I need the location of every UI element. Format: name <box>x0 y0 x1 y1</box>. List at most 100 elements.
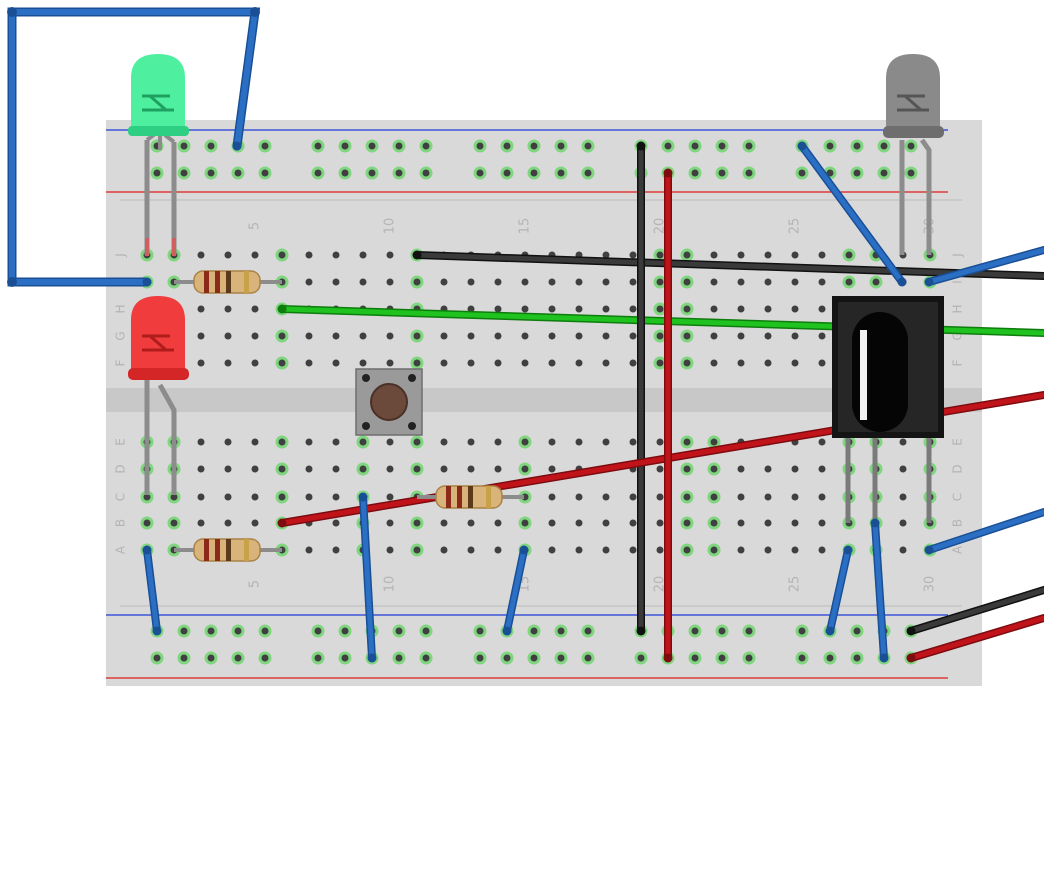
hole <box>224 465 232 473</box>
row-label: J <box>114 253 128 258</box>
rail-hole <box>395 169 403 177</box>
hole <box>386 251 394 259</box>
hole <box>764 251 772 259</box>
rail-hole <box>530 169 538 177</box>
hole <box>467 519 475 527</box>
hole <box>737 546 745 554</box>
column-label-bottom: 25 <box>788 576 803 593</box>
resistor-middle <box>417 485 524 509</box>
hole <box>440 465 448 473</box>
hole <box>818 278 826 286</box>
hole <box>575 546 583 554</box>
rail-hole <box>745 654 753 662</box>
row-label: F <box>951 359 965 366</box>
hole <box>710 278 718 286</box>
rail-hole <box>530 142 538 150</box>
wire-end <box>636 141 646 151</box>
hole <box>656 546 664 554</box>
wire-end <box>277 518 287 528</box>
hole <box>656 278 664 286</box>
rail-hole <box>314 627 322 635</box>
hole <box>305 465 313 473</box>
hole <box>278 332 286 340</box>
rail-hole <box>368 169 376 177</box>
wire-end <box>232 141 242 151</box>
wire-end <box>906 626 916 636</box>
wire-end <box>906 653 916 663</box>
rail-hole <box>422 169 430 177</box>
hole <box>386 519 394 527</box>
hole <box>548 546 556 554</box>
hole <box>791 519 799 527</box>
column-label-top: 20 <box>653 218 668 235</box>
hole <box>224 251 232 259</box>
hole <box>548 519 556 527</box>
rail-hole <box>180 627 188 635</box>
hole <box>305 359 313 367</box>
wire-end <box>843 545 853 555</box>
hole <box>764 546 772 554</box>
push-button <box>355 368 423 436</box>
hole <box>818 359 826 367</box>
rail-hole <box>853 627 861 635</box>
hole <box>332 465 340 473</box>
hole <box>575 438 583 446</box>
hole <box>359 438 367 446</box>
hole <box>629 278 637 286</box>
row-label: D <box>114 464 128 473</box>
hole <box>764 359 772 367</box>
hole <box>251 305 259 313</box>
hole <box>656 438 664 446</box>
hole <box>656 465 664 473</box>
hole <box>683 546 691 554</box>
rail-hole <box>422 627 430 635</box>
rail-hole <box>207 654 215 662</box>
hole <box>575 278 583 286</box>
hole <box>683 519 691 527</box>
hole <box>440 359 448 367</box>
rail-hole <box>584 142 592 150</box>
hole <box>521 359 529 367</box>
row-label: H <box>951 304 965 313</box>
hole <box>332 359 340 367</box>
hole <box>737 305 745 313</box>
hole <box>143 493 151 501</box>
hole <box>332 493 340 501</box>
rail-hole <box>880 169 888 177</box>
hole <box>548 438 556 446</box>
hole <box>602 493 610 501</box>
rail-hole <box>153 654 161 662</box>
hole <box>710 251 718 259</box>
hole <box>764 493 772 501</box>
column-label-top: 5 <box>248 222 263 230</box>
resistor-top <box>174 270 282 294</box>
ir-receiver <box>832 296 944 523</box>
hole <box>494 438 502 446</box>
hole <box>359 251 367 259</box>
hole <box>818 438 826 446</box>
rail-hole <box>637 654 645 662</box>
rail-hole <box>368 142 376 150</box>
row-label: G <box>951 331 965 340</box>
hole <box>764 332 772 340</box>
hole <box>791 359 799 367</box>
rail-hole <box>691 627 699 635</box>
rail-hole <box>395 654 403 662</box>
hole <box>845 251 853 259</box>
resistor-bottom-left <box>174 538 282 562</box>
hole <box>818 332 826 340</box>
row-label: E <box>951 438 965 446</box>
rail-hole <box>180 142 188 150</box>
hole <box>251 519 259 527</box>
hole <box>413 519 421 527</box>
wire-end <box>502 626 512 636</box>
hole <box>602 438 610 446</box>
hole <box>683 305 691 313</box>
hole <box>818 251 826 259</box>
hole <box>575 332 583 340</box>
hole <box>251 438 259 446</box>
hole <box>683 251 691 259</box>
hole <box>197 251 205 259</box>
hole <box>818 519 826 527</box>
hole <box>170 493 178 501</box>
